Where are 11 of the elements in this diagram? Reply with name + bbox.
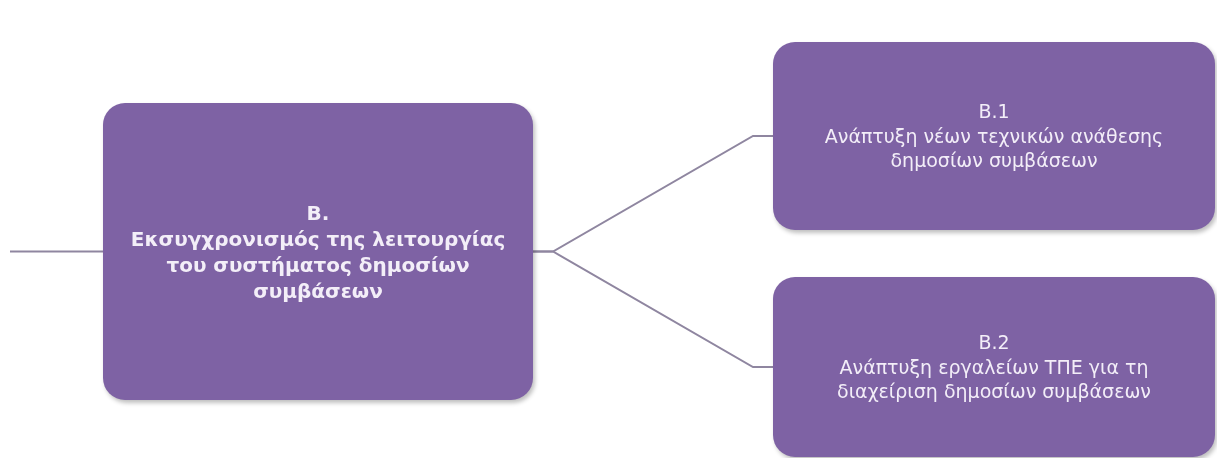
- process-box: [773, 277, 1215, 457]
- box-heading: B.2: [978, 329, 1010, 355]
- connector-line: [532, 250, 774, 368]
- box-text: Ανάπτυξη νέων τεχνικών ανάθεσης δημοσίων συμβάσεων: [823, 123, 1165, 174]
- box-heading: B.1: [978, 98, 1010, 124]
- box-text: Ανάπτυξη εργαλείων ΤΠΕ για τη διαχείριση δημοσίων συμβάσεων: [836, 354, 1152, 405]
- connector-line: [9, 250, 104, 253]
- process-box: [773, 42, 1215, 230]
- box-text: Εκσυγχρονισμός της λειτουργίας του συστήματος δημοσίων συμβάσεων: [129, 225, 507, 304]
- box-heading: B.: [306, 199, 330, 226]
- process-box: [103, 103, 533, 400]
